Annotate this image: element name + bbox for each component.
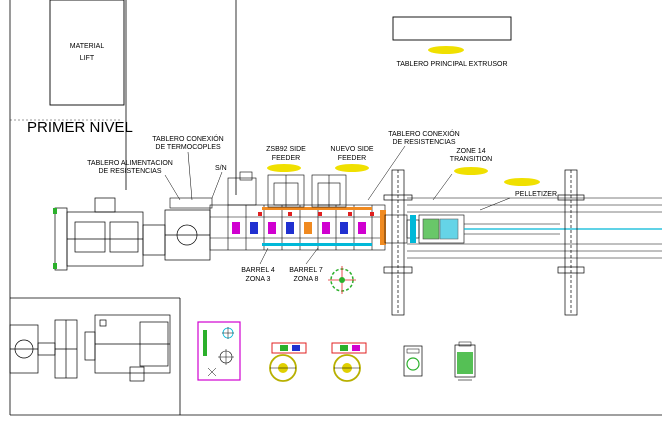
tablero-principal: TABLERO PRINCIPAL EXTRUSOR	[392, 16, 512, 68]
label-pelletizer: PELLETIZER	[479, 178, 557, 211]
side-feeder-zsb92	[267, 174, 305, 208]
valve-symbol	[328, 266, 356, 294]
tag-zsb92	[267, 164, 301, 172]
label-zone14: ZONE 14 TRANSITION	[432, 148, 492, 201]
chiller-unit	[94, 314, 171, 382]
legend-feeder-symbol-2	[331, 342, 367, 382]
legend-feeder-symbol-1	[269, 342, 307, 382]
label-nuevo-feeder: NUEVO SIDE FEEDER	[330, 146, 374, 172]
heater-bands	[232, 207, 386, 246]
material-lift-label-1: MATERIAL	[70, 43, 105, 50]
tag-pelletizer	[504, 178, 540, 186]
label-termocoples: TABLERO CONEXIÓN DE TERMOCOPLES	[152, 134, 224, 201]
tag-nuevo	[335, 164, 369, 172]
zsb92-label-2: FEEDER	[272, 155, 300, 162]
material-lift: MATERIAL LIFT	[49, 0, 125, 106]
alimentacion-label-1: TABLERO ALIMENTACION	[87, 160, 173, 167]
termocoples-label-1: TABLERO CONEXIÓN	[152, 134, 223, 143]
die-transition	[384, 214, 465, 244]
extruder-barrel	[169, 171, 386, 251]
material-lift-label-2: LIFT	[80, 55, 95, 62]
legend-pump-symbol	[403, 345, 423, 377]
resistencias-label-2: DE RESISTENCIAS	[392, 139, 455, 146]
zsb92-label-1: ZSB92 SIDE	[266, 146, 306, 153]
conveyor-frame	[383, 169, 585, 316]
label-resistencias: TABLERO CONEXIÓN DE RESISTENCIAS	[367, 129, 460, 201]
legend-tank-symbol	[454, 341, 476, 381]
side-feeder-nuevo	[311, 174, 347, 208]
label-zsb92-feeder: ZSB92 SIDE FEEDER	[266, 146, 306, 172]
zone14-label-2: TRANSITION	[450, 156, 492, 163]
tag-principal	[428, 46, 464, 54]
label-barrel7: BARREL 7 ZONA 8	[289, 247, 323, 283]
pelletizer-conveyor	[407, 197, 662, 259]
label-barrel4: BARREL 4 ZONA 3	[241, 247, 275, 283]
barrel7-label-1: BARREL 7	[289, 267, 323, 274]
nuevo-label-1: NUEVO SIDE	[330, 146, 374, 153]
tablero-principal-label: TABLERO PRINCIPAL EXTRUSOR	[396, 61, 507, 68]
resistencias-label-1: TABLERO CONEXIÓN	[388, 129, 459, 138]
barrel4-label-2: ZONA 3	[246, 276, 271, 283]
termocoples-label-2: DE TERMOCOPLES	[155, 144, 221, 151]
sn-label: S/N	[215, 165, 227, 172]
nuevo-label-2: FEEDER	[338, 155, 366, 162]
label-alimentacion: TABLERO ALIMENTACION DE RESISTENCIAS	[87, 160, 181, 201]
alimentacion-label-2: DE RESISTENCIAS	[98, 168, 161, 175]
pelletizer-label: PELLETIZER	[515, 191, 557, 198]
label-sn: S/N	[211, 165, 227, 199]
zone14-label-1: ZONE 14	[456, 148, 485, 155]
barrel7-label-2: ZONA 8	[294, 276, 319, 283]
barrel4-label-1: BARREL 4	[241, 267, 275, 274]
primer-nivel-title: PRIMER NIVEL	[27, 119, 133, 136]
motor-gearbox	[53, 197, 211, 271]
tag-zone14	[454, 167, 488, 175]
legend-block-magenta	[197, 321, 241, 381]
dryer-unit	[9, 319, 96, 379]
